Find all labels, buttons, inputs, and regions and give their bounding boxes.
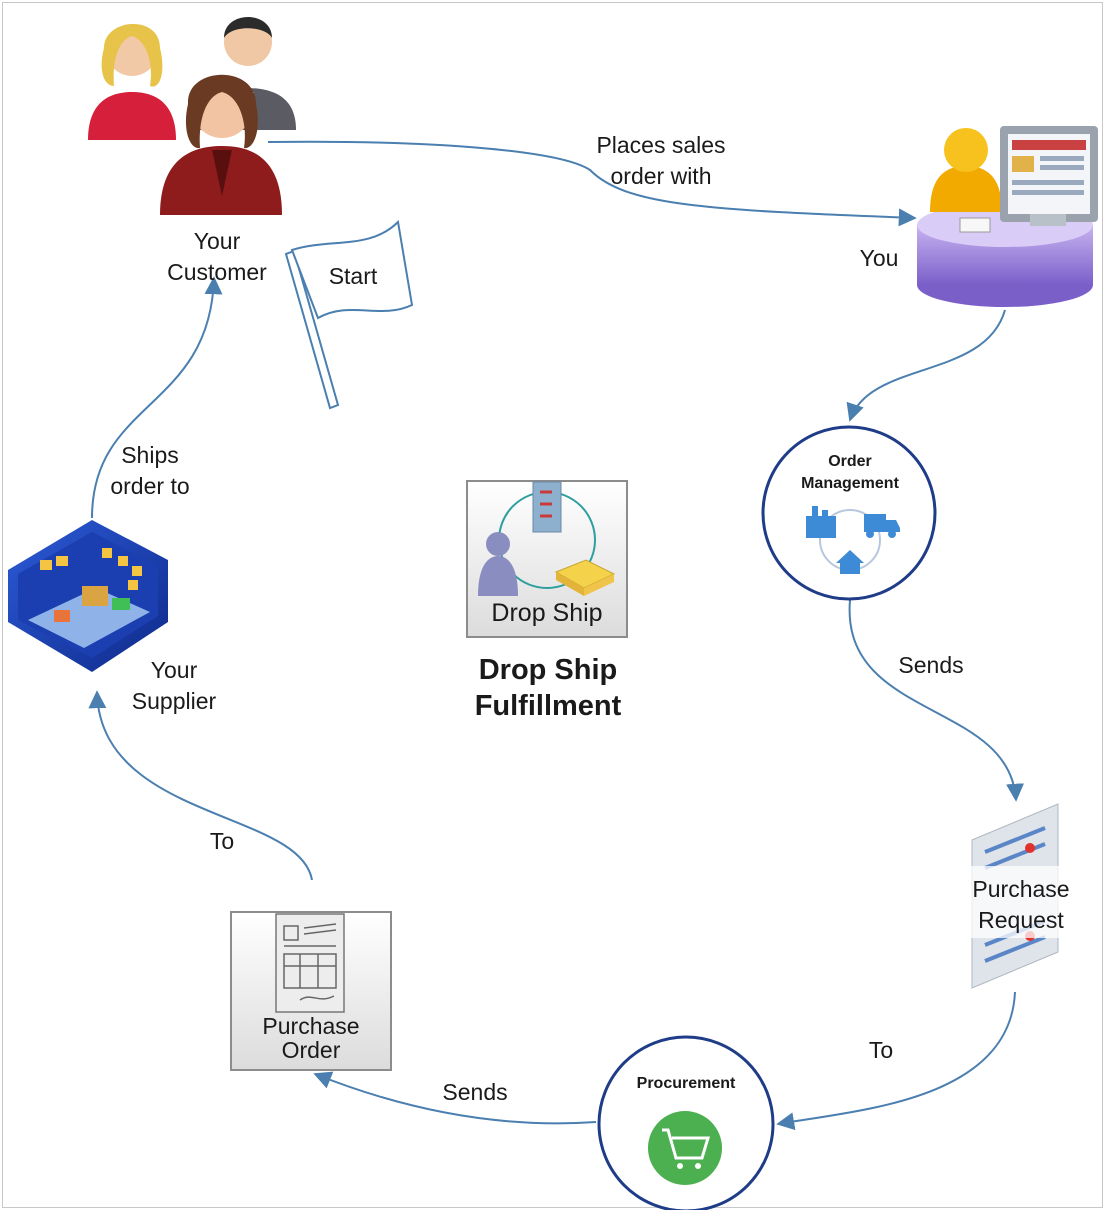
procurement-node [597, 1035, 775, 1210]
purchase-request-icon [968, 803, 1066, 989]
arrow-you-to-order-management [846, 309, 1006, 422]
purchase-order-line1: Purchase [262, 1013, 360, 1039]
to-label-left: To [209, 828, 235, 854]
purchase-order-icon [230, 911, 392, 1071]
procurement-label: Procurement [636, 1075, 736, 1092]
order-management-label: Order Management [780, 451, 920, 495]
purchase-request-label: Purchase Request [958, 874, 1084, 936]
diagram-title-line2: Fulfillment [474, 690, 622, 722]
ships-order-line2: order to [110, 473, 190, 499]
arrow-order-management-to-purchase-request [848, 599, 1024, 802]
to-label-right: To [868, 1037, 894, 1063]
arrow-customer-to-you [267, 140, 917, 227]
purchase-order-label: Purchase Order [240, 1014, 382, 1062]
customer-label: Your Customer [152, 226, 282, 288]
arrow-supplier-to-customer [91, 276, 223, 519]
supplier-label: Your Supplier [112, 655, 236, 717]
purchase-order-line2: Order [281, 1037, 341, 1063]
arrow-purchase-order-to-supplier [88, 690, 313, 881]
order-management-line2: Management [801, 475, 899, 492]
cart-icon [662, 1128, 711, 1160]
supplier-label-line2: Supplier [131, 688, 217, 714]
customer-label-line1: Your [193, 228, 241, 254]
purchase-request-line2: Request [978, 907, 1064, 933]
you-label: You [859, 245, 899, 271]
start-flag-label: Start [328, 263, 378, 289]
order-management-line1: Order [828, 453, 872, 470]
places-order-line2: order with [610, 163, 712, 189]
customer-people-icon [88, 17, 296, 215]
order-management-node [761, 425, 937, 601]
sends-label-right: Sends [898, 652, 964, 678]
ships-order-line1: Ships [121, 442, 179, 468]
diagram-title-line1: Drop Ship [478, 654, 618, 686]
drop-ship-icon-label: Drop Ship [491, 599, 603, 627]
ships-order-label: Ships order to [90, 440, 210, 502]
supplier-building-icon [8, 520, 168, 672]
places-order-label: Places sales order with [576, 130, 746, 192]
purchase-request-line1: Purchase [972, 876, 1070, 902]
places-order-line1: Places sales [596, 132, 726, 158]
supplier-label-line1: Your [150, 657, 198, 683]
diagram-title: Drop Ship Fulfillment [430, 652, 666, 724]
arrow-purchase-request-to-procurement [776, 991, 1016, 1131]
customer-label-line2: Customer [167, 259, 267, 285]
drop-ship-icon [466, 480, 628, 638]
sends-label-bottom: Sends [442, 1079, 508, 1105]
start-flag-icon [284, 219, 414, 410]
you-desk-icon [917, 126, 1098, 307]
arrow-procurement-to-purchase-order [313, 1071, 597, 1125]
